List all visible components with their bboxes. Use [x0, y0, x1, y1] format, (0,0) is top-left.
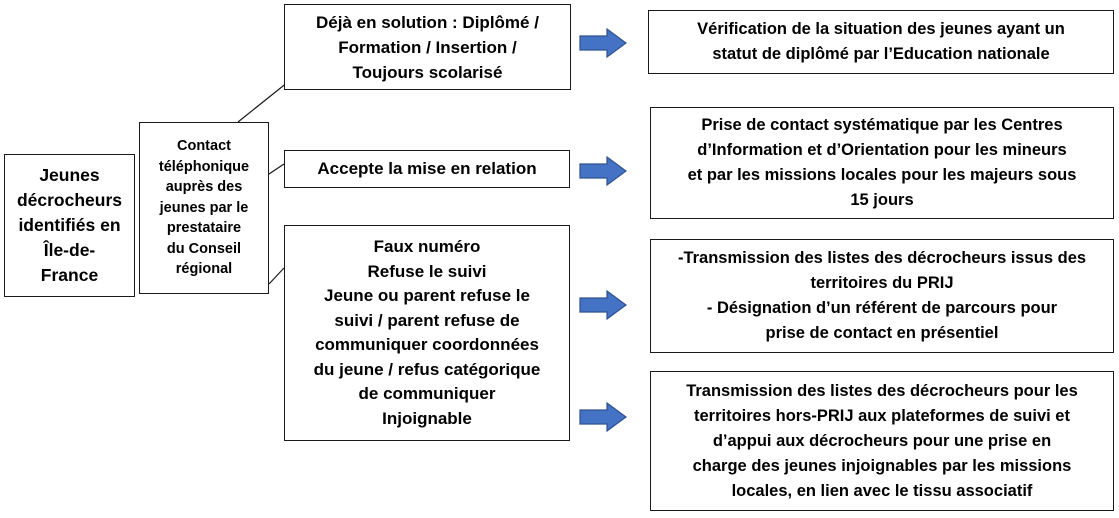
arrow-right-icon [579, 290, 627, 320]
transmission-hors-prij-box: Transmission des listes des décrocheurs … [650, 371, 1114, 511]
arrow-right-icon [579, 156, 627, 186]
prise-de-contact-label: Prise de contact systématique par les Ce… [687, 116, 1077, 209]
transmission-prij-box: -Transmission des listes des décrocheurs… [650, 239, 1114, 353]
arrow-right-icon [579, 402, 627, 432]
deja-en-solution-box: Déjà en solution : Diplômé / Formation /… [284, 4, 571, 90]
transmission-prij-label: -Transmission des listes des décrocheurs… [677, 249, 1087, 342]
jeunes-decrocheurs-label: Jeunes décrocheurs identifiés en Île-de-… [16, 165, 123, 285]
prise-de-contact-box: Prise de contact systématique par les Ce… [650, 107, 1114, 219]
connector-to-faux [268, 267, 285, 285]
verification-label: Vérification de la situation des jeunes … [697, 20, 1065, 63]
deja-en-solution-label: Déjà en solution : Diplômé / Formation /… [316, 12, 539, 82]
verification-box: Vérification de la situation des jeunes … [648, 10, 1114, 74]
arrow-right-icon [579, 28, 627, 58]
jeunes-decrocheurs-box: Jeunes décrocheurs identifiés en Île-de-… [4, 154, 135, 297]
contact-telephonique-box: Contact téléphonique auprès des jeunes p… [139, 122, 269, 294]
accepte-mise-en-relation-label: Accepte la mise en relation [317, 159, 537, 178]
faux-numero-box: Faux numéro Refuse le suivi Jeune ou par… [284, 225, 570, 441]
connector-to-accepte [268, 163, 285, 175]
contact-telephonique-label: Contact téléphonique auprès des jeunes p… [158, 138, 250, 278]
faux-numero-label: Faux numéro Refuse le suivi Jeune ou par… [313, 237, 541, 428]
connector-to-deja [237, 81, 289, 123]
transmission-hors-prij-label: Transmission des listes des décrocheurs … [686, 381, 1078, 500]
accepte-mise-en-relation-box: Accepte la mise en relation [284, 150, 570, 188]
